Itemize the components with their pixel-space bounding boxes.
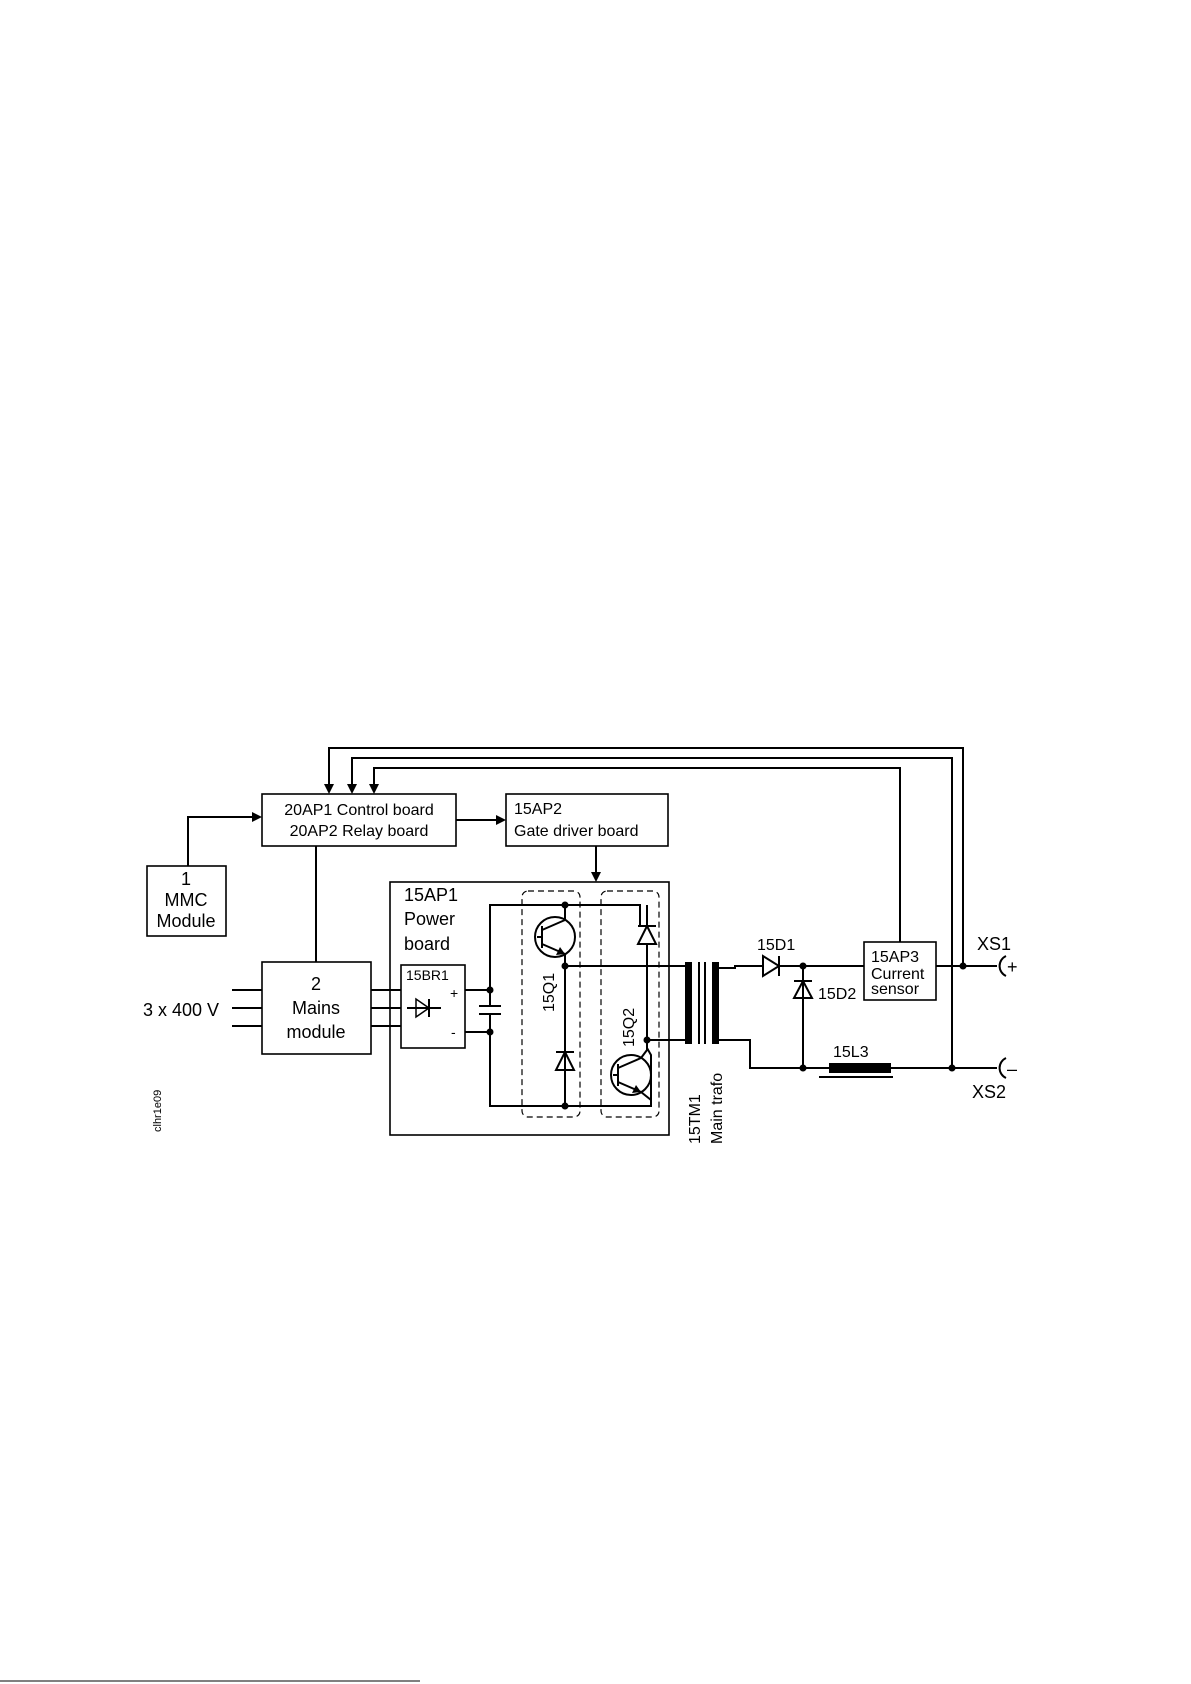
q1-label: 15Q1	[541, 973, 558, 1012]
mains-label-1: 2	[311, 974, 321, 994]
d2-label: 15D2	[818, 986, 856, 1003]
output-stage: 15D1 15D2 15L3	[712, 937, 990, 1077]
figure-code: clhr1e09	[152, 1090, 164, 1132]
supply-input: 3 x 400 V	[143, 990, 401, 1026]
mmc-to-control-wire	[188, 812, 262, 866]
q2-transistor-group: 15Q2	[601, 891, 685, 1117]
gate-driver-label-1: 15AP2	[514, 801, 562, 818]
power-board-label-1: 15AP1	[404, 885, 458, 905]
control-board-label-2: 20AP2 Relay board	[290, 823, 429, 840]
supply-label: 3 x 400 V	[143, 1000, 219, 1020]
xs1-label: XS1	[977, 934, 1011, 954]
xs1-terminal: XS1 +	[977, 934, 1018, 977]
mains-module-block: 2 Mains module	[262, 962, 371, 1054]
transformer-secondary-icon	[712, 962, 719, 1044]
power-board-label-3: board	[404, 934, 450, 954]
rectifier-plus: +	[450, 985, 458, 1001]
mains-label-3: module	[286, 1022, 345, 1042]
control-board-block: 20AP1 Control board 20AP2 Relay board	[262, 794, 456, 846]
gate-driver-label-2: Gate driver board	[514, 823, 639, 840]
current-sensor-label-1: 15AP3	[871, 949, 919, 966]
xs2-socket-icon	[1000, 1058, 1006, 1078]
inductor-label: 15L3	[833, 1044, 869, 1061]
mmc-label-2: MMC	[165, 890, 208, 910]
transformer-label-1: 15TM1	[687, 1094, 704, 1144]
feedback-wires	[324, 748, 963, 1068]
rectifier-label: 15BR1	[406, 967, 449, 983]
q2-label: 15Q2	[621, 1008, 638, 1047]
mmc-label-3: Module	[156, 911, 215, 931]
gate-to-power-wire	[591, 846, 601, 882]
transformer-label-2: Main trafo	[709, 1073, 726, 1144]
mmc-module-block: 1 MMC Module	[147, 866, 226, 936]
transformer-primary-icon	[685, 962, 692, 1044]
d1-diode-icon	[763, 956, 779, 976]
xs1-socket-icon	[1000, 956, 1006, 976]
xs2-label: XS2	[972, 1082, 1006, 1102]
transformer: 15TM1 Main trafo	[685, 962, 726, 1144]
d1-label: 15D1	[757, 937, 795, 954]
gate-driver-block: 15AP2 Gate driver board	[506, 794, 668, 846]
rectifier-block: 15BR1 + -	[401, 965, 465, 1048]
q1-transistor-group: 15Q1	[522, 891, 580, 1117]
power-board-label-2: Power	[404, 909, 455, 929]
current-sensor-label-3: sensor	[871, 981, 920, 998]
rectifier-minus: -	[451, 1024, 456, 1040]
xs2-terminal: XS2 –	[972, 1058, 1017, 1102]
control-to-gate-wire	[456, 815, 506, 825]
xs2-polarity: –	[1007, 1059, 1017, 1079]
mmc-label-1: 1	[181, 869, 191, 889]
xs1-polarity: +	[1007, 957, 1018, 977]
control-board-label-1: 20AP1 Control board	[284, 802, 433, 819]
mains-label-2: Mains	[292, 998, 340, 1018]
current-sensor-block: 15AP3 Current sensor	[864, 942, 936, 1000]
q2-diode-icon	[638, 926, 656, 944]
dc-link	[465, 905, 651, 1106]
inductor-icon	[829, 1063, 891, 1073]
